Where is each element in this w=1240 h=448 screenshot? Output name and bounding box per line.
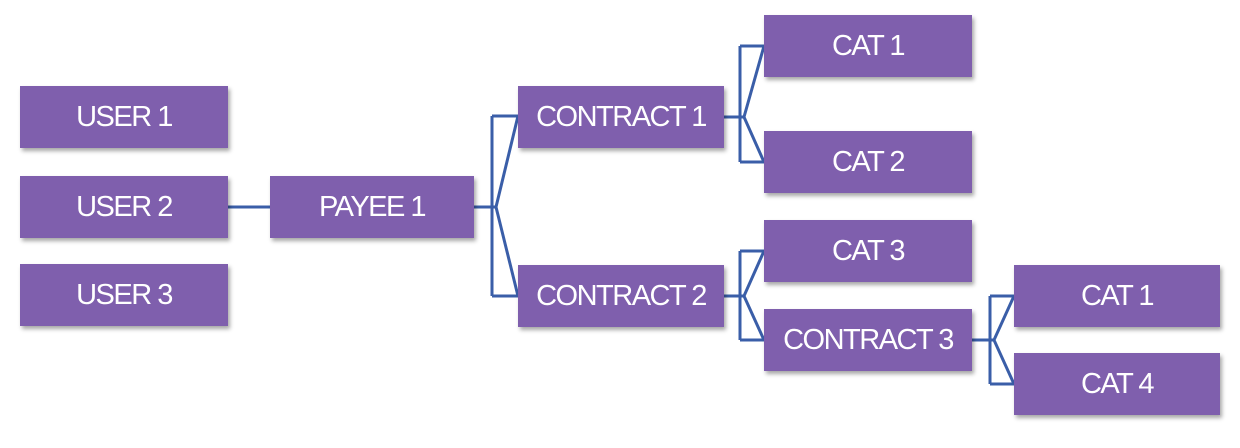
node-contract-1-label: CONTRACT 1 xyxy=(536,100,707,133)
node-user-1: USER 1 xyxy=(20,86,228,148)
node-user-1-label: USER 1 xyxy=(76,100,173,133)
node-contract-3: CONTRACT 3 xyxy=(764,309,972,371)
node-cat-3-label: CAT 3 xyxy=(831,234,906,267)
node-contract-1: CONTRACT 1 xyxy=(518,86,724,148)
node-cat-2: CAT 2 xyxy=(764,131,972,193)
connector-payee1-contracts xyxy=(474,114,520,298)
node-cat-2-label: CAT 2 xyxy=(831,145,906,178)
node-contract-2-label: CONTRACT 2 xyxy=(536,279,707,312)
node-user-2-label: USER 2 xyxy=(76,190,173,223)
connector-contract1-cats xyxy=(724,44,766,164)
node-contract-3-label: CONTRACT 3 xyxy=(783,323,954,356)
node-cat-1-top: CAT 1 xyxy=(764,15,972,77)
node-cat-1-bottom: CAT 1 xyxy=(1014,265,1220,327)
node-user-3: USER 3 xyxy=(20,264,228,326)
node-payee-1-label: PAYEE 1 xyxy=(318,190,427,223)
node-cat-4-label: CAT 4 xyxy=(1080,367,1155,400)
node-cat-4: CAT 4 xyxy=(1014,353,1220,415)
node-cat-3: CAT 3 xyxy=(764,220,972,282)
connector-contract3-cats xyxy=(972,294,1016,386)
node-payee-1: PAYEE 1 xyxy=(270,176,474,238)
node-contract-2: CONTRACT 2 xyxy=(518,265,724,327)
node-cat-1-bottom-label: CAT 1 xyxy=(1080,279,1155,312)
node-user-2: USER 2 xyxy=(20,176,228,238)
connector-contract2-children xyxy=(724,249,766,342)
node-cat-1-top-label: CAT 1 xyxy=(831,29,906,62)
node-user-3-label: USER 3 xyxy=(76,278,173,311)
